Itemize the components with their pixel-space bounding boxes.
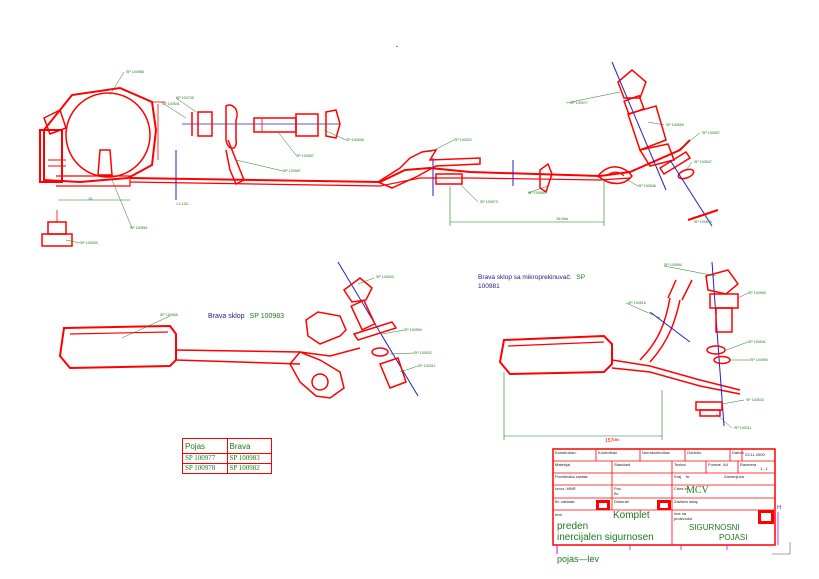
table-cell: SP 100977 (182, 453, 228, 464)
tb-format-val: A4 (723, 462, 728, 467)
dimension-bottom-right: 157ᴹᴵᴺ (605, 438, 620, 444)
table-cell: SP 100978 (182, 463, 228, 474)
table-cell: SP 100982 (226, 463, 272, 474)
label-sp100311-b: SP 100311 (734, 426, 751, 430)
table-header-brava: Brava (226, 438, 272, 454)
label-sp100559: SP 100559 (666, 123, 684, 127)
label-sp100594: SP 100594 (664, 263, 682, 267)
section-title-brava-micro-code: 100981 (478, 283, 500, 290)
label-sp100530: SP 100530 (80, 241, 98, 245)
buckle-assembly-left (58, 261, 419, 399)
table-row: SP 100977 SP 100983 (182, 453, 272, 464)
tb-izvoz: Izvoz. MNR (555, 486, 576, 491)
label-sp100590-b: SP 100590 (750, 358, 768, 362)
belt-webbing (129, 139, 691, 184)
pojas-brava-table: Pojas Brava SP 100977 SP 100983 SP 10097… (182, 438, 272, 474)
label-sp100988: SP 100988 (126, 70, 144, 74)
title-block-frame (552, 448, 791, 555)
tb-mcv: MCV (686, 485, 709, 496)
label-sp100580: SP 100580 (528, 191, 546, 195)
tb-desc-line1: preden (557, 521, 589, 532)
label-sp100590: SP 100590 (404, 328, 422, 332)
leader-lines (65, 71, 750, 429)
tb-title-line1: SIGURNOSNI (689, 523, 740, 532)
tb-datum-val: 23.11.2000 (745, 452, 765, 457)
table-row: SP 100978 SP 100982 (182, 463, 272, 474)
tb-ime: Ime: (555, 512, 563, 517)
label-sp100546: SP 100546 (638, 184, 656, 188)
label-sp100977: SP 100977 (570, 101, 588, 105)
label-sp100987: SP 100987 (283, 169, 301, 173)
retractor-assembly (39, 86, 165, 187)
tb-razmera: Razmera (740, 462, 757, 467)
tb-sklop: Zavisen sklop (674, 499, 699, 504)
label-sp100548: SP 100548 (346, 138, 364, 142)
section-title-brava-micro: Brava sklop sa mikroprekinuvač: SP (478, 274, 585, 281)
bolt-lower-left (41, 210, 73, 247)
anchor-assembly-right (596, 61, 719, 227)
table-header-row: Pojas Brava (182, 438, 272, 454)
label-sp100965: SP 100965 (160, 313, 178, 317)
label-sp100533: SP 100533 (376, 275, 394, 279)
label-sp100322: SP 100322 (454, 138, 472, 142)
tb-poz: Poz. (614, 486, 623, 491)
label-sp100557: SP 100557 (702, 131, 720, 135)
label-sp100735: SP 100735 (176, 96, 194, 100)
label-sp100675: SP 100675 (694, 220, 712, 224)
buckle-assembly-right (498, 261, 741, 427)
tb-proizvod: proizvodot (674, 516, 693, 521)
label-sp100532: SP 100532 (414, 351, 432, 355)
tb-komplet: Komplet (613, 510, 650, 521)
bottom-note: pojas—lev (557, 554, 600, 564)
table-header-pojas: Pojas (182, 438, 228, 454)
tb-br-zablata: Br. zablata: (555, 499, 576, 504)
label-sp100567: SP 100567 (296, 154, 314, 158)
tb-standard: Standard (614, 462, 631, 467)
tb-crtez: Crtez br. (674, 486, 690, 491)
top-marker: ▪ (396, 44, 398, 50)
tb-zamenjuva: Zamenjuva (724, 474, 744, 479)
tb-materijal: Materijal (555, 462, 571, 467)
label-sp100311: SP 100311 (418, 364, 435, 368)
label-sp100547: SP 100547 (694, 160, 712, 164)
tb-desc-line2: inercijalen sigurnosen (557, 532, 654, 543)
tb-kraj: Kraj (674, 474, 682, 479)
tb-konstruirao: Konstruirao: (555, 450, 577, 455)
title-block: Konstruirao: Kontrolirao Normkontrolirao… (553, 449, 781, 545)
bolt-group-top (182, 104, 341, 186)
dimension-belt: 1:1:100... (176, 202, 191, 206)
section-title-brava-sklop: Brava sklop SP 100983 (208, 313, 284, 320)
tb-title-line2: POJASI (719, 533, 748, 542)
tb-poz2: Br. (614, 491, 619, 496)
label-sp100533-b: SP 100533 (746, 398, 764, 402)
label-sp100541: SP 100541 (162, 102, 180, 106)
tb-dimenzii: Dimenzii (614, 499, 630, 504)
dimension-top-right: 15 Min (556, 216, 568, 221)
tb-razmera-val: 1 : 1 (760, 466, 768, 471)
tb-kontrolirao: Kontrolirao (598, 450, 618, 455)
tb-odobrio: Odobrio (687, 450, 702, 455)
tb-povrsinska: Povrsinska zastita: (555, 474, 589, 479)
label-sp100973: SP 100973 (480, 200, 498, 204)
tb-tezina: Tezina (674, 462, 686, 467)
label-sp100965-b: SP 100965 (748, 291, 766, 295)
tb-mark-h: H (777, 505, 782, 511)
tb-ime2: Ime na (674, 511, 687, 516)
tb-datum: Datum (732, 450, 744, 455)
tb-kraj-val: br. (686, 474, 691, 479)
tongue-plate (376, 149, 481, 189)
part-labels: SP 100988 SP 100735 SP 100541 SP 100567 … (80, 70, 768, 430)
dimension-retractor: 15 (88, 196, 93, 201)
tb-format: Format (708, 462, 721, 467)
label-sp100541-b: SP 100541 (748, 340, 766, 344)
tb-normirao: Normkontrolirao (642, 450, 671, 455)
label-sp100516: SP 100516 (628, 301, 646, 305)
label-sp100961: SP 100961 (130, 226, 148, 230)
table-cell: SP 100983 (226, 453, 272, 464)
